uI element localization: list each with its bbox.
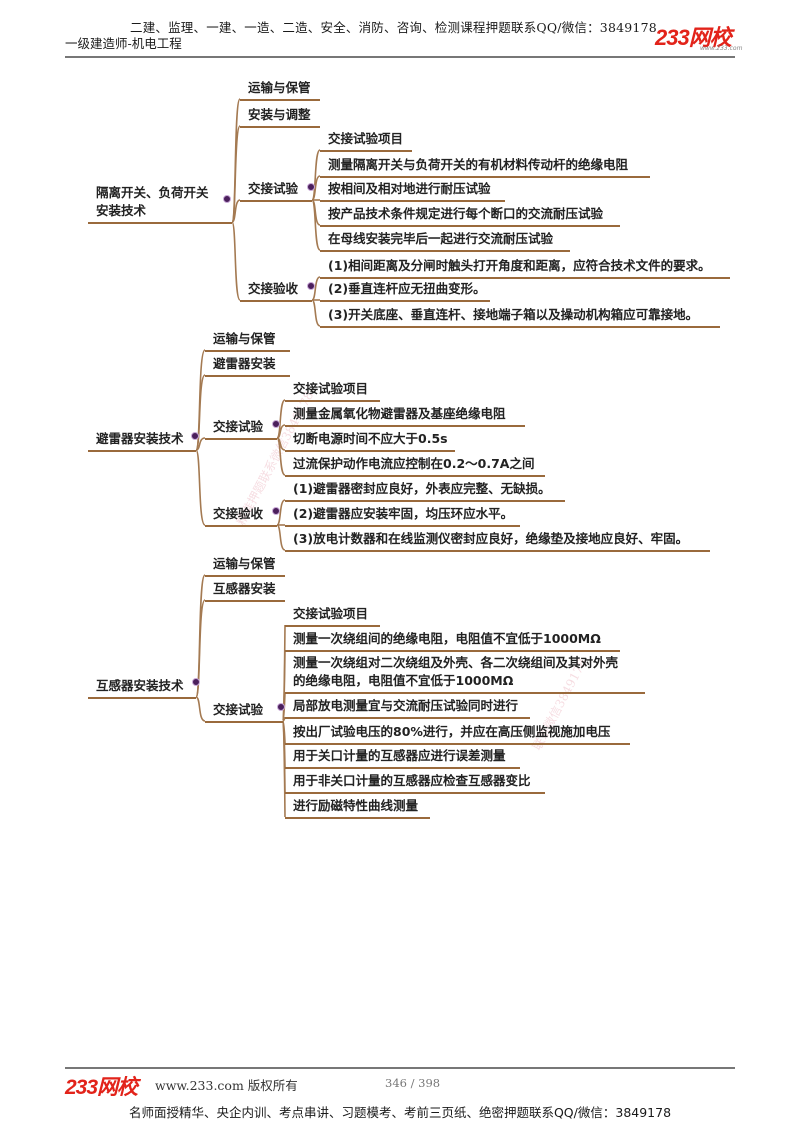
mindmap-leaf-node[interactable]: (1)避雷器密封应良好，外表应完整、无缺损。: [285, 480, 565, 502]
collapse-toggle-icon[interactable]: [307, 282, 315, 290]
mindmap-branch-node[interactable]: 运输与保管: [205, 330, 290, 352]
mindmap-root-node[interactable]: 隔离开关、负荷开关 安装技术: [88, 184, 232, 224]
mindmap-leaf-node[interactable]: 测量金属氧化物避雷器及基座绝缘电阻: [285, 405, 525, 427]
mindmap-leaf-node[interactable]: 按相间及相对地进行耐压试验: [320, 180, 505, 202]
branch-connector: [231, 125, 241, 223]
mindmap-leaf-node[interactable]: 交接试验项目: [285, 605, 380, 627]
mindmap-leaf-node[interactable]: 用于关口计量的互感器应进行误差测量: [285, 747, 520, 769]
mindmap-leaf-node[interactable]: (3)开关底座、垂直连杆、接地端子箱以及操动机构箱应可靠接地。: [320, 306, 720, 328]
mindmap-leaf-node[interactable]: 进行励磁特性曲线测量: [285, 797, 430, 819]
mindmap-leaf-node[interactable]: 测量隔离开关与负荷开关的有机材料传动杆的绝缘电阻: [320, 156, 650, 178]
footer-logo: 233网校: [65, 1076, 138, 1099]
mindmap-branch-node[interactable]: 避雷器安装: [205, 355, 290, 377]
branch-connector: [276, 524, 286, 551]
collapse-toggle-icon[interactable]: [192, 678, 200, 686]
mindmap-branch-node[interactable]: 互感器安装: [205, 580, 285, 602]
collapse-toggle-icon[interactable]: [223, 195, 231, 203]
mindmap-leaf-node[interactable]: (3)放电计数器和在线监测仪密封应良好，绝缘垫及接地应良好、牢固。: [285, 530, 710, 552]
mindmap-leaf-node[interactable]: (2)避雷器应安装牢固，均压环应水平。: [285, 505, 520, 527]
branch-connector: [195, 374, 206, 451]
collapse-toggle-icon[interactable]: [307, 183, 315, 191]
mindmap-branch-node[interactable]: 交接试验: [240, 180, 312, 202]
branch-connector: [195, 449, 206, 526]
mindmap-branch-node[interactable]: 安装与调整: [240, 106, 320, 128]
page-number: 346 / 398: [385, 1076, 441, 1090]
collapse-toggle-icon[interactable]: [191, 432, 199, 440]
branch-connector: [282, 720, 286, 818]
mindmap-branch-node[interactable]: 交接验收: [240, 280, 312, 302]
footer-site: www.233.com 版权所有: [155, 1078, 298, 1093]
collapse-toggle-icon[interactable]: [272, 507, 280, 515]
header-subject: 一级建造师-机电工程: [65, 36, 182, 51]
branch-connector: [311, 299, 321, 327]
mindmap-leaf-node[interactable]: 切断电源时间不应大于0.5s: [285, 430, 455, 452]
mindmap-branch-node[interactable]: 运输与保管: [205, 555, 285, 577]
mindmap-root-node[interactable]: 互感器安装技术: [88, 677, 196, 699]
mindmap-root-node[interactable]: 避雷器安装技术: [88, 430, 196, 452]
mindmap-branch-node[interactable]: 交接试验: [205, 418, 277, 440]
mindmap-leaf-node[interactable]: 过流保护动作电流应控制在0.2～0.7A之间: [285, 455, 545, 477]
mindmap-leaf-node[interactable]: 交接试验项目: [320, 130, 412, 152]
mindmap-leaf-node[interactable]: 测量一次绕组间的绝缘电阻，电阻值不宜低于1000MΩ: [285, 630, 620, 652]
branch-connector: [311, 199, 321, 251]
footer-rule: [65, 1067, 735, 1069]
header-promo: 二建、监理、一建、一造、二造、安全、消防、咨询、检测课程押题联系QQ/微信：38…: [130, 20, 657, 35]
collapse-toggle-icon[interactable]: [277, 703, 285, 711]
collapse-toggle-icon[interactable]: [272, 420, 280, 428]
mindmap-leaf-node[interactable]: 局部放电测量宜与交流耐压试验同时进行: [285, 697, 530, 719]
header-rule: [65, 56, 735, 58]
branch-connector: [195, 437, 206, 451]
branch-connector: [311, 149, 321, 201]
mindmap-leaf-node[interactable]: 在母线安装完毕后一起进行交流耐压试验: [320, 230, 570, 252]
footer-promo: 名师面授精华、央企内训、考点串讲、习题模考、考前三页纸、绝密押题联系QQ/微信：…: [128, 1105, 672, 1120]
mindmap-leaf-node[interactable]: (2)垂直连杆应无扭曲变形。: [320, 280, 490, 302]
mindmap-leaf-node[interactable]: 用于非关口计量的互感器应检查互感器变比: [285, 772, 545, 794]
mindmap-branch-node[interactable]: 交接试验: [205, 701, 283, 723]
mindmap-branch-node[interactable]: 交接验收: [205, 505, 277, 527]
mindmap-leaf-node[interactable]: 测量一次绕组对二次绕组及外壳、各二次绕组间及其对外壳 的绝缘电阻，电阻值不宜低于…: [285, 654, 645, 694]
mindmap-leaf-node[interactable]: 交接试验项目: [285, 380, 380, 402]
branch-connector: [231, 221, 241, 301]
branch-connector: [231, 199, 241, 223]
branch-connector: [195, 696, 206, 722]
mindmap-leaf-node[interactable]: (1)相间距离及分闸时触头打开角度和距离，应符合技术文件的要求。: [320, 257, 730, 279]
mindmap-branch-node[interactable]: 运输与保管: [240, 79, 320, 101]
branch-connector: [276, 437, 286, 476]
header-logo-url: www.233.com: [700, 45, 743, 52]
mindmap-leaf-node[interactable]: 按出厂试验电压的80%进行，并应在高压侧监视施加电压: [285, 723, 630, 745]
mindmap-leaf-node[interactable]: 按产品技术条件规定进行每个断口的交流耐压试验: [320, 205, 620, 227]
header-logo: 233网校: [655, 25, 732, 50]
branch-connector: [195, 599, 206, 698]
